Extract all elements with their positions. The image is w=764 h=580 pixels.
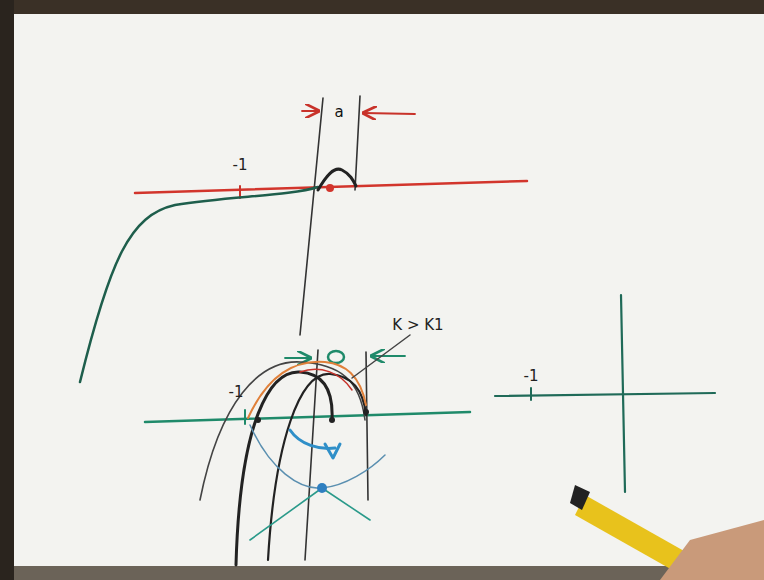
axis-label: -1 bbox=[522, 368, 541, 385]
locus-curve bbox=[80, 187, 318, 382]
dimension-label: a bbox=[332, 104, 345, 121]
board-frame bbox=[0, 0, 14, 580]
asymptote-line bbox=[300, 98, 323, 335]
root-point bbox=[363, 409, 369, 415]
board-frame bbox=[14, 566, 764, 580]
locus-branch bbox=[248, 362, 366, 418]
root-point bbox=[329, 417, 335, 423]
root-point bbox=[317, 483, 327, 493]
locus-branch bbox=[250, 425, 385, 488]
locus-branch bbox=[236, 372, 332, 565]
board-frame bbox=[0, 0, 764, 14]
imaginary-axis bbox=[621, 295, 625, 492]
dimension-arrow bbox=[302, 110, 318, 112]
real-axis bbox=[145, 412, 470, 422]
axis-tick bbox=[244, 410, 246, 424]
locus-branch bbox=[300, 369, 352, 390]
root-point bbox=[326, 184, 334, 192]
locus-branch bbox=[200, 362, 365, 500]
asymptote-line bbox=[366, 352, 368, 500]
leader-line bbox=[352, 335, 410, 378]
locus-branch bbox=[290, 430, 335, 448]
asymptote-line bbox=[355, 96, 360, 190]
axis-tick bbox=[530, 388, 532, 400]
root-point bbox=[255, 417, 261, 423]
dimension-arrow bbox=[285, 357, 310, 359]
dimension-arrow bbox=[364, 113, 415, 114]
axis-label: -1 bbox=[227, 384, 246, 401]
real-axis bbox=[495, 393, 715, 396]
gain-note: K > K1 bbox=[390, 317, 445, 334]
dimension-arrow bbox=[372, 355, 405, 357]
direction-arrow bbox=[325, 444, 340, 458]
green-mark bbox=[328, 351, 344, 363]
locus-branch bbox=[250, 488, 370, 540]
real-axis bbox=[135, 181, 527, 193]
locus-bump bbox=[318, 169, 356, 190]
locus-branch bbox=[268, 374, 366, 560]
axis-label: -1 bbox=[231, 157, 250, 174]
marker-pen bbox=[570, 485, 764, 580]
